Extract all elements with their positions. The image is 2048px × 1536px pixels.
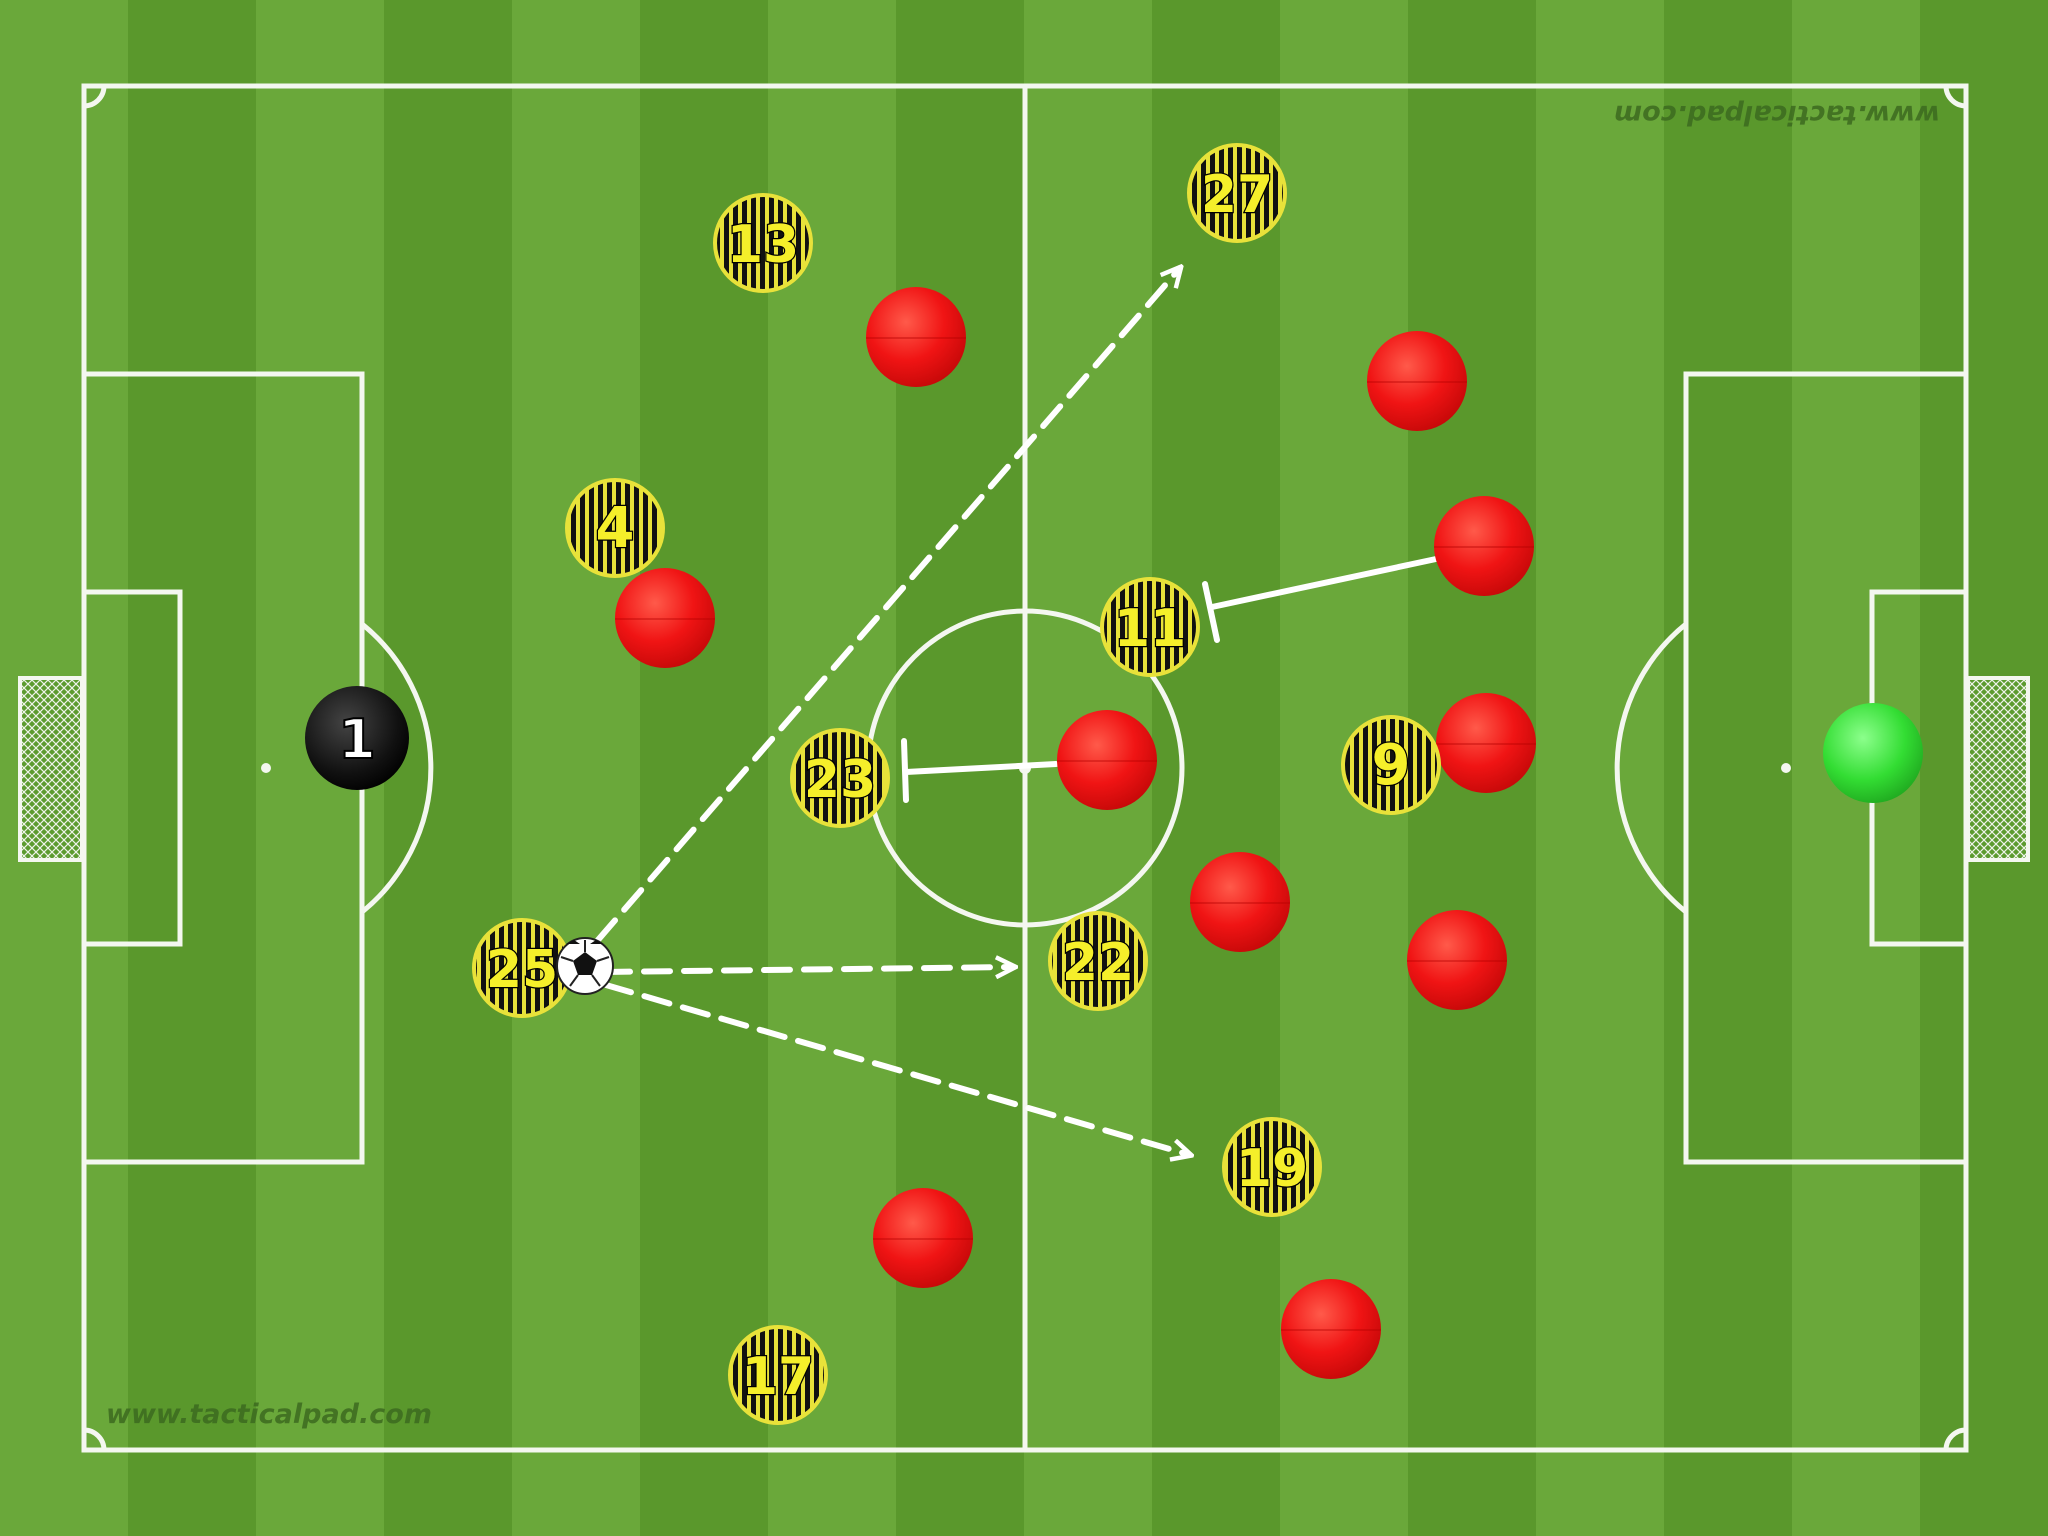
player-jersey [565, 478, 665, 578]
marking-lines [901, 556, 1439, 803]
striped-team: 13 4 23 25 17 27 11 22 9 19 [472, 143, 1441, 1425]
pass-to-27 [595, 268, 1180, 943]
opponent-o9[interactable] [1281, 1279, 1381, 1379]
player-jersey [1048, 911, 1148, 1011]
player-jersey [1187, 143, 1287, 243]
marking-11 [1202, 556, 1439, 643]
corner-arc-bottom-left [83, 1427, 107, 1451]
player-number: 27 [1201, 165, 1273, 225]
player-number: 19 [1236, 1139, 1308, 1199]
player-number: 22 [1062, 933, 1134, 993]
opponent-o8[interactable] [873, 1188, 973, 1288]
player-number: 13 [727, 215, 799, 275]
grass-stripe [1536, 0, 1665, 1536]
player-17[interactable]: 17 [728, 1325, 828, 1425]
grass-stripe [384, 0, 513, 1536]
pass-to-19 [603, 982, 1190, 1155]
opponent-goalkeeper[interactable] [1823, 703, 1923, 803]
watermark-top-right: www.tacticalpad.com [1614, 99, 1940, 130]
grass-stripe [1152, 0, 1281, 1536]
opponent-o6[interactable] [1190, 852, 1290, 952]
watermark-bottom-left: www.tacticalpad.com [106, 1399, 432, 1430]
opponent-o4[interactable] [1434, 496, 1534, 596]
player-jersey [728, 1325, 828, 1425]
opponent-team [615, 287, 1536, 1379]
player-number: 9 [1372, 733, 1411, 798]
player-9[interactable]: 9 [1341, 715, 1441, 815]
player-4[interactable]: 4 [565, 478, 665, 578]
player-jersey [1222, 1117, 1322, 1217]
left-penalty-spot [261, 763, 271, 773]
pass-to-22 [601, 967, 1014, 972]
player-jersey [1341, 715, 1441, 815]
player-number: 25 [486, 940, 558, 1000]
player-25[interactable]: 25 [472, 918, 572, 1018]
corner-arc-bottom-right [1943, 1427, 1967, 1451]
corner-arc-top-right [1943, 85, 1967, 109]
opponent-o7[interactable] [1407, 910, 1507, 1010]
player-number: 23 [804, 750, 876, 810]
opponent-o5[interactable] [1057, 710, 1157, 810]
grass-stripe [128, 0, 257, 1536]
opponent-o1[interactable] [866, 287, 966, 387]
corner-arc-top-left [83, 85, 107, 109]
player-13[interactable]: 13 [713, 193, 813, 293]
player-27[interactable]: 27 [1187, 143, 1287, 243]
opponent-o3[interactable] [1367, 331, 1467, 431]
player-jersey [713, 193, 813, 293]
right-penalty-spot [1781, 763, 1791, 773]
left-penalty-arc [360, 622, 434, 914]
marking-23 [901, 738, 1059, 803]
player-number: 17 [742, 1347, 814, 1407]
opponent-o2[interactable] [615, 568, 715, 668]
player-number: 4 [596, 496, 635, 561]
right-goal [1966, 676, 2030, 862]
player-22[interactable]: 22 [1048, 911, 1148, 1011]
pass-arrows [595, 268, 1190, 1155]
player-19[interactable]: 19 [1222, 1117, 1322, 1217]
player-number: 11 [1114, 599, 1186, 659]
grass-stripe [1664, 0, 1793, 1536]
player-jersey [790, 728, 890, 828]
goalkeeper-1[interactable]: 1 [305, 686, 409, 790]
player-23[interactable]: 23 [790, 728, 890, 828]
left-goal [18, 676, 84, 862]
right-penalty-arc [1614, 622, 1688, 914]
grass-stripe [512, 0, 641, 1536]
soccer-ball-icon[interactable] [556, 937, 614, 995]
goalkeeper-number: 1 [338, 708, 376, 771]
player-11[interactable]: 11 [1100, 577, 1200, 677]
player-jersey [1100, 577, 1200, 677]
opponent-o10[interactable] [1436, 693, 1536, 793]
